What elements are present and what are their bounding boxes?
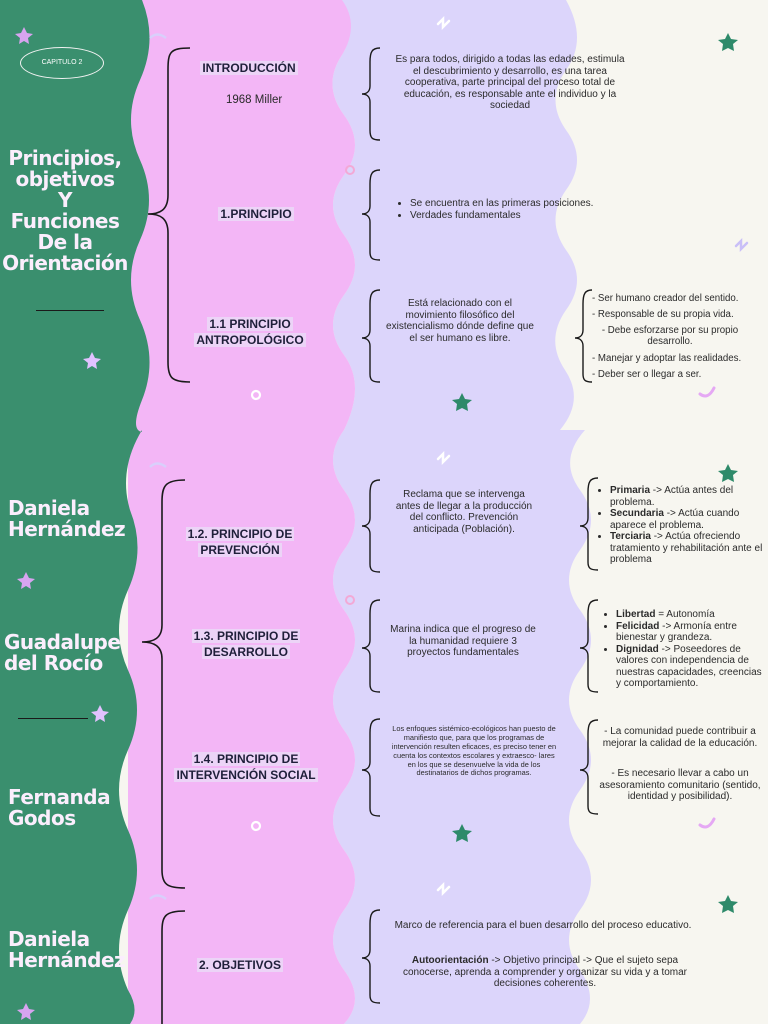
heading-text: 2. OBJETIVOS	[196, 958, 284, 972]
author-last: Hernández	[8, 948, 126, 972]
item-term: Felicidad	[616, 620, 660, 632]
heading-text: 1.PRINCIPIO	[218, 207, 294, 221]
heading-text: 1.3. PRINCIPIO DE	[191, 629, 301, 643]
list-item: Libertad = Autonomía	[616, 609, 768, 621]
divider	[18, 718, 88, 720]
title-line: Funciones	[10, 209, 120, 233]
desarrollo-list: Libertad = Autonomía Felicidad -> Armoní…	[604, 609, 768, 690]
desarrollo-text: Marina indica que el progreso de la huma…	[390, 624, 536, 658]
author-first: Daniela	[8, 496, 90, 520]
author-name: Daniela Hernández	[8, 927, 126, 972]
item-term: Terciaria	[610, 531, 651, 542]
title-line: Y	[58, 188, 72, 212]
list-item: Se encuentra en las primeras posiciones.	[410, 198, 638, 210]
principio-list: Se encuentra en las primeras posiciones.…	[398, 198, 638, 221]
heading-text: INTERVENCIÓN SOCIAL	[174, 768, 318, 783]
objetivos-autoorientacion: Autoorientación -> Objetivo principal ->…	[394, 955, 696, 990]
list-item: - Deber ser o llegar a ser.	[592, 368, 702, 380]
list-item: - Manejar y adoptar las realidades.	[592, 352, 742, 364]
author-name: Guadalupe del Rocío	[4, 630, 121, 675]
author-name: Daniela Hernández	[8, 496, 126, 541]
intervencion-text: Los enfoques sistémico-ecológicos han pu…	[391, 724, 557, 778]
heading-text: 1.2. PRINCIPIO DE	[185, 527, 295, 541]
list-item: Secundaria -> Actúa cuando aparece el pr…	[610, 508, 766, 531]
item-desc: -> Poseedores de valores con independenc…	[616, 643, 762, 690]
divider	[36, 310, 104, 312]
heading-antropologico: 1.1 PRINCIPIO ANTROPOLÓGICO	[186, 316, 314, 348]
heading-text: 1.1 PRINCIPIO	[207, 317, 293, 331]
heading-text: PREVENCIÓN	[198, 543, 282, 558]
intro-subtitle: 1968 Miller	[226, 94, 283, 106]
list-item: - Ser humano creador del sentido.	[592, 293, 739, 304]
item-term: Autoorientación	[411, 955, 489, 966]
title-line: objetivos	[15, 167, 115, 191]
objetivos-text: Marco de referencia para el buen desarro…	[394, 920, 692, 931]
list-item: Primaria -> Actúa antes del problema.	[610, 485, 766, 508]
author-last: del Rocío	[4, 651, 103, 675]
item-term: Dignidad	[616, 643, 659, 655]
author-first: Fernanda	[8, 785, 111, 809]
author-last: Hernández	[8, 517, 126, 541]
item-term: Libertad	[616, 609, 656, 620]
heading-prevencion: 1.2. PRINCIPIO DE PREVENCIÓN	[178, 526, 302, 558]
heading-desarrollo: 1.3. PRINCIPIO DE DESARROLLO	[184, 628, 308, 660]
title-line: Orientación	[2, 251, 128, 275]
heading-principio: 1.PRINCIPIO	[200, 206, 312, 222]
list-item: Felicidad -> Armonía entre bienestar y g…	[616, 621, 768, 644]
item-term: Secundaria	[610, 508, 664, 519]
heading-objetivos: 2. OBJETIVOS	[188, 957, 292, 973]
heading-text: ANTROPOLÓGICO	[194, 333, 306, 348]
intervencion-item: - Es necesario llevar a cabo un asesoram…	[599, 768, 761, 802]
chapter-badge: CAPITULO 2	[20, 47, 104, 79]
list-item: Dignidad -> Poseedores de valores con in…	[616, 644, 768, 690]
heading-text: DESARROLLO	[202, 645, 290, 660]
list-item: Verdades fundamentales	[410, 210, 638, 222]
heading-text: INTRODUCCIÓN	[200, 61, 298, 75]
item-desc: -> Actúa ofreciendo tratamiento y rehabi…	[610, 531, 763, 565]
prevencion-list: Primaria -> Actúa antes del problema. Se…	[598, 485, 766, 566]
author-last: Godos	[8, 806, 76, 830]
intervencion-item: - La comunidad puede contribuir a mejora…	[602, 726, 758, 749]
item-term: Primaria	[610, 485, 651, 496]
title-line: De la	[37, 230, 93, 254]
main-title: Principios, objetivos Y Funciones De la …	[0, 148, 130, 274]
item-desc: = Autonomía	[655, 609, 715, 620]
item-desc: -> Armonía entre bienestar y grandeza.	[616, 620, 737, 644]
heading-introduccion: INTRODUCCIÓN	[190, 60, 308, 76]
antropologico-list: - Ser humano creador del sentido. - Resp…	[592, 293, 768, 380]
item-desc: -> Actúa cuando aparece el problema.	[610, 508, 740, 531]
author-name: Fernanda Godos	[8, 785, 111, 830]
heading-text: 1.4. PRINCIPIO DE	[191, 752, 301, 766]
intro-text: Es para todos, dirigido a todas las edad…	[395, 54, 625, 111]
heading-intervencion: 1.4. PRINCIPIO DE INTERVENCIÓN SOCIAL	[168, 751, 324, 783]
prevencion-text: Reclama que se intervenga antes de llega…	[395, 489, 533, 535]
author-first: Daniela	[8, 927, 90, 951]
antropologico-text: Está relacionado con el movimiento filos…	[386, 298, 534, 344]
list-item: - Debe esforzarse por su propio desarrol…	[601, 325, 739, 348]
list-item: - Responsable de su propia vida.	[592, 309, 734, 321]
title-line: Principios,	[8, 146, 122, 170]
item-desc: -> Objetivo principal -> Que el sujeto s…	[402, 955, 688, 989]
author-first: Guadalupe	[4, 630, 121, 654]
list-item: Terciaria -> Actúa ofreciendo tratamient…	[610, 531, 766, 566]
item-desc: -> Actúa antes del problema.	[610, 485, 734, 508]
